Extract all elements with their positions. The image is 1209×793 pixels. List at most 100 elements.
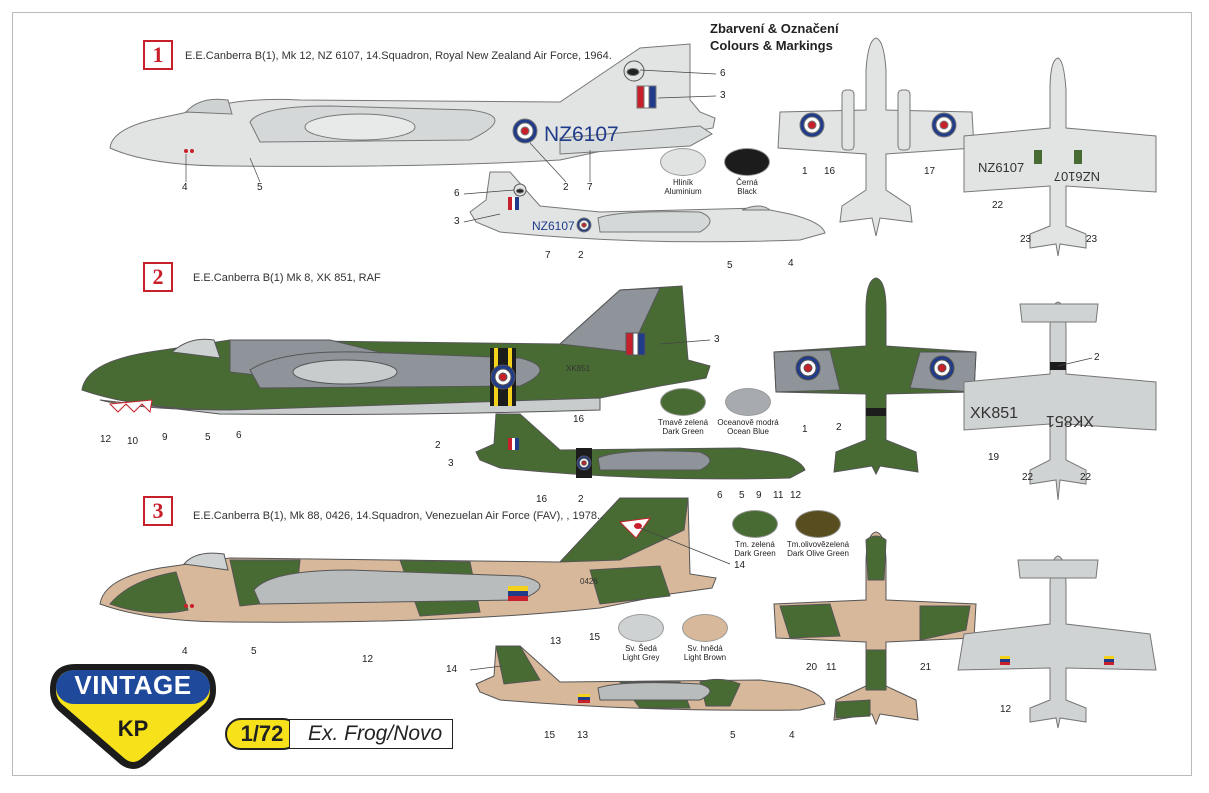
callout: 23 [1020,234,1032,245]
callout: 11 [826,662,837,673]
callout: 11 [773,490,784,501]
callout: 17 [924,166,936,177]
variant-3-caption: E.E.Canberra B(1), Mk 88, 0426, 14.Squad… [193,510,604,522]
v2-top-view [773,277,977,476]
kit-origin: Ex. Frog/Novo [289,719,454,749]
callout: 23 [1086,234,1098,245]
callout: 4 [182,182,188,193]
callout: 5 [727,260,733,271]
svg-text:NZ6107: NZ6107 [978,160,1024,175]
callout: 1 [802,424,808,435]
callout: 15 [589,632,601,643]
variant-1-badge-bg [143,40,173,70]
scale-box: 1/72 Ex. Frog/Novo [225,718,454,750]
v1-top-view [777,37,975,237]
callout: 19 [988,452,1000,463]
callout: 12 [362,654,374,665]
callout: 6 [717,490,723,501]
callout: 10 [127,436,139,447]
v3-top-view [773,531,977,726]
callout: 5 [251,646,257,657]
svg-text:XK851: XK851 [1046,412,1094,429]
callout: 16 [573,414,585,425]
callout: 13 [577,730,589,741]
callout: 12 [1000,704,1012,715]
callout: 14 [446,664,458,675]
v3-underside-view [957,555,1157,729]
callout: 3 [714,334,720,345]
callout: 4 [789,730,795,741]
callout: 16 [824,166,836,177]
callout: 21 [920,662,932,673]
v1-side-view [109,43,716,167]
callout: 6 [236,430,242,441]
sheet-frame [12,12,1192,776]
callout: 2 [1094,352,1100,363]
variant-2-badge-bg [143,262,173,292]
colours-markings-title: Zbarvení & Označení Colours & Markings [710,20,839,54]
callout: 6 [720,68,726,79]
callout: 7 [587,182,593,193]
svg-text:XK851: XK851 [970,405,1018,422]
callout: 9 [756,490,762,501]
callout: 5 [205,432,211,443]
callout: 22 [992,200,1004,211]
variant-2-number: 2 [152,264,164,289]
variant-3-number: 3 [152,498,164,523]
variant-1-number: 1 [152,42,164,67]
callout: 5 [739,490,745,501]
logo-vintage-text: VINTAGE [74,670,192,700]
callout: 12 [790,490,802,501]
vintage-kp-logo [50,664,216,769]
callout: 4 [182,646,188,657]
svg-text:XK851: XK851 [566,364,591,373]
callout: 22 [1022,472,1034,483]
title-czech: Zbarvení & Označení [710,21,839,36]
svg-text:NZ6107: NZ6107 [544,123,619,146]
v2-side-view-small [475,413,806,480]
callout: 2 [563,182,569,193]
v2-underside-view [963,301,1157,501]
callout: 3 [720,90,726,101]
callout: 4 [788,258,794,269]
callout: 2 [578,494,584,505]
logo-kp-text: KP [117,716,149,741]
callout: 5 [257,182,263,193]
title-english: Colours & Markings [710,38,833,53]
callout: 6 [454,188,460,199]
scale-value: 1/72 [225,718,299,750]
v1-side-view-small [469,171,826,243]
callout-leaders [185,69,1093,671]
callout: 7 [545,250,551,261]
variant-3-badge-bg [143,496,173,526]
callout: 1 [802,166,808,177]
v2-side-view [81,285,711,415]
callout: 5 [730,730,736,741]
callout: 2 [578,250,584,261]
callout: 22 [1080,472,1092,483]
svg-text:NZ6107: NZ6107 [532,219,575,233]
v3-side-view-small [475,645,826,711]
callout: 3 [454,216,460,227]
callout: 2 [435,440,441,451]
variant-1-caption: E.E.Canberra B(1), Mk 12, NZ 6107, 14.Sq… [185,50,612,62]
callout: 15 [544,730,556,741]
callout: 20 [806,662,818,673]
callout: 16 [536,494,548,505]
v1-underside-view [963,57,1157,257]
callout: 14 [734,560,746,571]
callout: 3 [448,458,454,469]
callout: 9 [162,432,168,443]
variant-2-caption: E.E.Canberra B(1) Mk 8, XK 851, RAF [193,272,381,284]
callout: 12 [100,434,112,445]
svg-text:NZ6107: NZ6107 [1054,169,1100,184]
